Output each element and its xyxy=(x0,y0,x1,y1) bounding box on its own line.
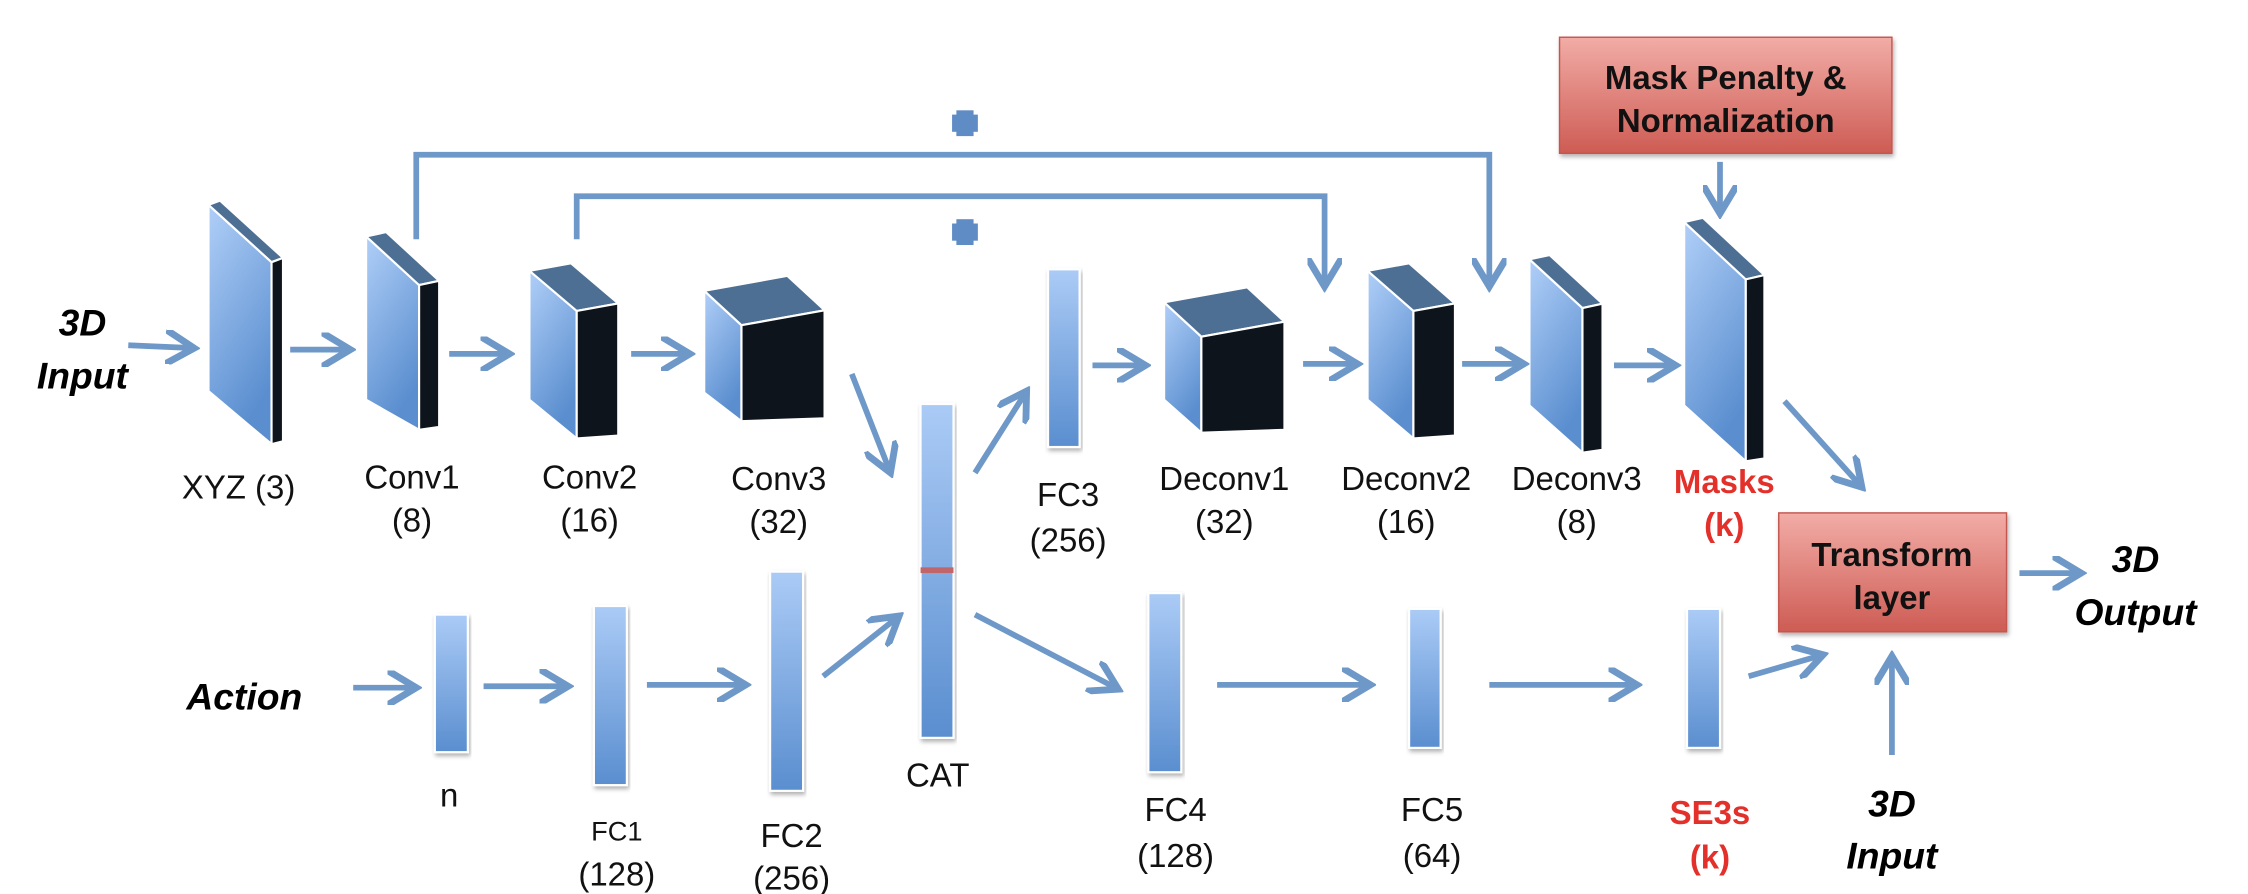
layer-size-fc1: (128) xyxy=(578,855,655,892)
skip-connection-inner xyxy=(573,193,1325,286)
fc2-bar xyxy=(769,570,805,792)
skip-connection-outer xyxy=(413,151,1489,287)
layer-size-fc4: (128) xyxy=(1137,837,1214,874)
layer-label-cat: CAT xyxy=(906,757,969,794)
layer-label-conv2: Conv2 xyxy=(542,459,637,496)
bottom-input-label: 3D xyxy=(1868,783,1916,825)
layer-label-deconv3: Deconv3 xyxy=(1512,460,1642,497)
action-label: Action xyxy=(185,675,302,717)
layer-size-deconv1: (32) xyxy=(1195,503,1254,540)
mask-penalty-line2: Normalization xyxy=(1617,102,1835,139)
output-label: Output xyxy=(2074,591,2198,633)
layer-label-fc4: FC4 xyxy=(1144,791,1206,828)
layer-label-n: n xyxy=(440,777,458,814)
conv1-layer xyxy=(363,230,442,432)
deconv3-layer xyxy=(1527,253,1605,456)
mask-penalty-box: Mask Penalty & Normalization xyxy=(1558,36,1893,155)
layer-label-fc5: FC5 xyxy=(1401,791,1463,828)
transform-layer-box: Transform layer xyxy=(1778,512,2008,633)
cat-split-marker xyxy=(920,567,954,574)
layer-label-fc1: FC1 xyxy=(591,815,642,846)
deconv3-layer-side xyxy=(1581,302,1604,454)
fc1-bar xyxy=(592,604,628,787)
conv3-layer-side xyxy=(740,308,826,423)
xyz-layer xyxy=(206,199,286,447)
transform-line1: Transform xyxy=(1811,536,1972,573)
conv3-layer xyxy=(701,274,827,424)
layer-size-se3s: (k) xyxy=(1690,838,1730,875)
transform-line2: layer xyxy=(1853,579,1930,616)
plus-icon xyxy=(952,110,978,137)
se3s-bar xyxy=(1685,607,1722,749)
bottom-input-label: Input xyxy=(1846,834,1939,876)
layer-label-fc3: FC3 xyxy=(1037,476,1099,513)
layer-size-deconv2: (16) xyxy=(1377,503,1436,540)
input-label: Input xyxy=(37,354,130,396)
layer-size-fc5: (64) xyxy=(1403,837,1462,874)
output-label: 3D xyxy=(2112,538,2160,580)
arrows xyxy=(128,161,2081,756)
layer-size-conv2: (16) xyxy=(560,502,619,539)
layer-size-conv1: (8) xyxy=(392,502,432,539)
layer-size-deconv3: (8) xyxy=(1557,503,1597,540)
layer-label-deconv1: Deconv1 xyxy=(1159,460,1289,497)
plus-icon xyxy=(952,219,978,245)
conv2-layer-side xyxy=(575,302,620,440)
fc4-bar xyxy=(1147,592,1183,774)
layer-label-fc2: FC2 xyxy=(760,817,822,854)
deconv2-layer xyxy=(1365,262,1458,441)
conv1-layer-side xyxy=(418,279,441,432)
masks-layer-side xyxy=(1744,273,1766,463)
layer-size-masks: (k) xyxy=(1704,506,1744,543)
mask-penalty-line1: Mask Penalty & xyxy=(1605,59,1847,96)
masks-layer xyxy=(1681,216,1767,464)
fc3-bar xyxy=(1046,268,1081,449)
layer-size-fc3: (256) xyxy=(1030,522,1107,559)
n-bar xyxy=(433,613,469,754)
layer-size-fc2: (256) xyxy=(753,860,830,894)
layer-label-xyz: XYZ (3) xyxy=(182,469,295,506)
layer-label-conv1: Conv1 xyxy=(364,459,459,496)
layer-label-masks: Masks xyxy=(1674,463,1775,500)
deconv2-layer-side xyxy=(1412,302,1457,440)
deconv1-layer-side xyxy=(1200,320,1286,434)
layer-size-conv3: (32) xyxy=(749,503,808,540)
conv2-layer xyxy=(527,262,621,441)
input-label: 3D xyxy=(59,301,107,343)
layer-label-conv3: Conv3 xyxy=(731,460,826,497)
xyz-layer-side xyxy=(270,256,285,446)
fc5-bar xyxy=(1408,607,1442,749)
deconv1-layer xyxy=(1161,286,1287,436)
layer-label-se3s: SE3s xyxy=(1670,794,1751,831)
layer-label-deconv2: Deconv2 xyxy=(1341,460,1471,497)
